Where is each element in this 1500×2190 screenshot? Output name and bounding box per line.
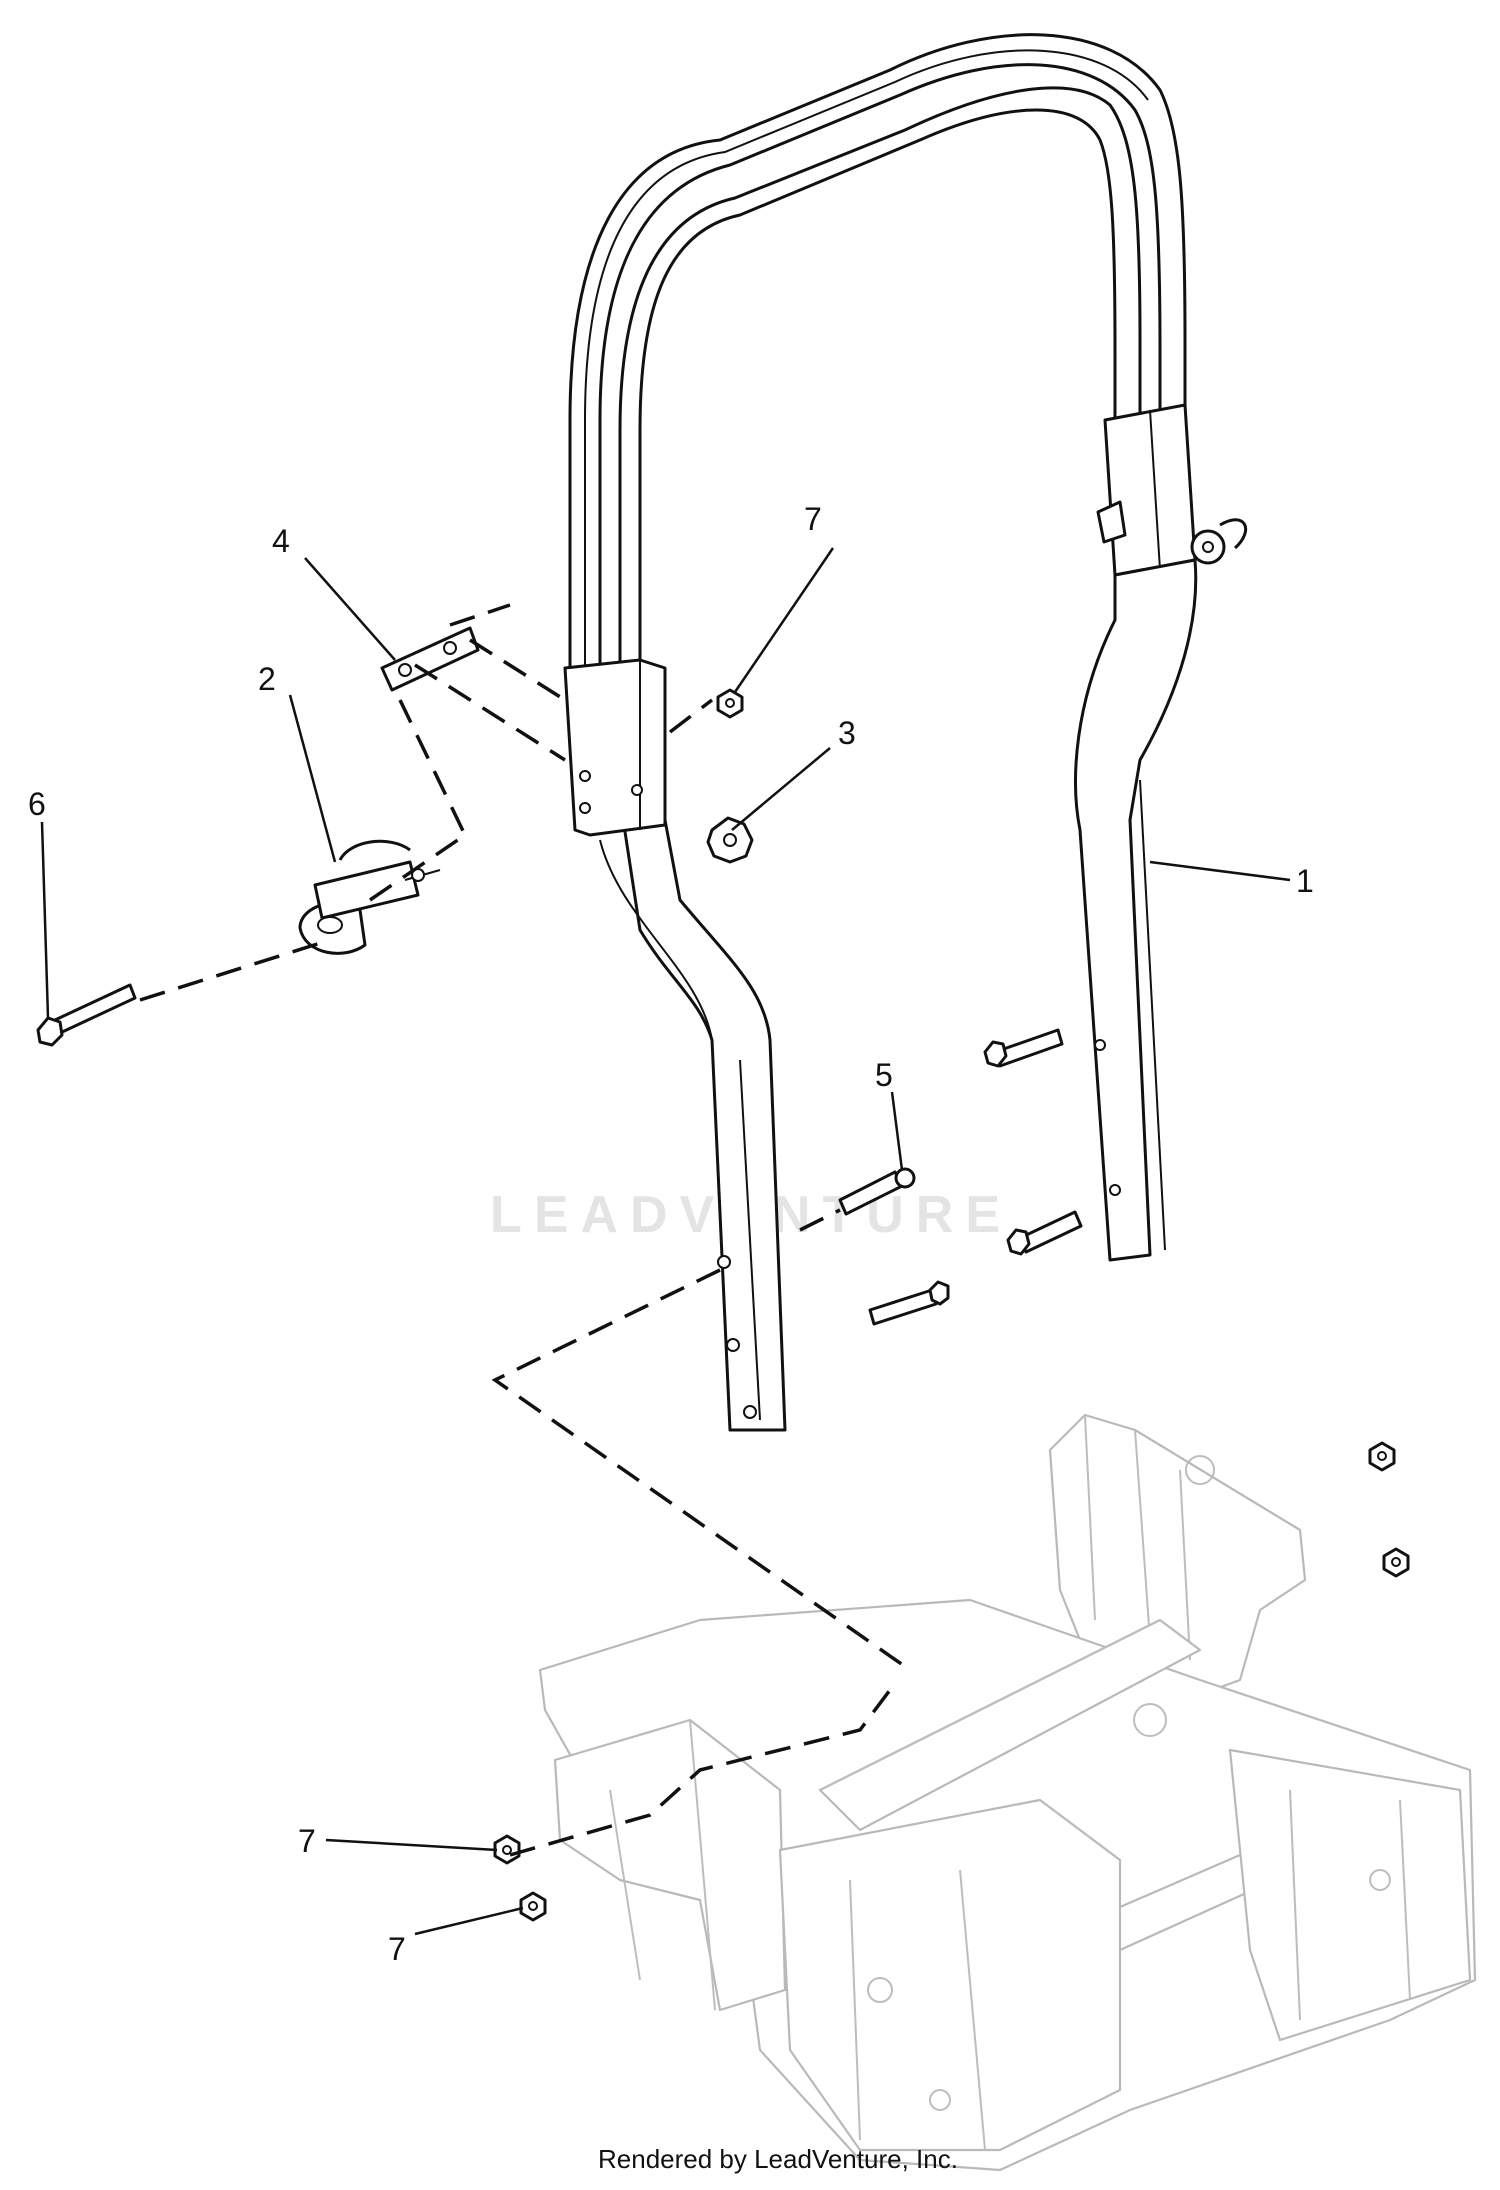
callout-7c: 7 (388, 1931, 406, 1967)
callout-5: 5 (875, 1057, 893, 1093)
callouts: 1 2 3 4 5 6 7 7 7 (28, 501, 1314, 1967)
callout-7a: 7 (804, 501, 822, 537)
bolt-6 (36, 983, 137, 1047)
nuts-7 (493, 688, 744, 1922)
assembly-lines (139, 603, 912, 1857)
pin (838, 1167, 916, 1216)
callout-4: 4 (272, 523, 290, 559)
callout-7b: 7 (298, 1823, 316, 1859)
callout-3: 3 (838, 715, 856, 751)
roll-bar (563, 33, 1248, 1432)
callout-1: 1 (1296, 863, 1314, 899)
latch-assembly (298, 839, 441, 955)
mower-frame (538, 1413, 1477, 2172)
footer-credit: Rendered by LeadVenture, Inc. (598, 2144, 958, 2174)
frame-nuts (1368, 1441, 1410, 1578)
extra-bolts (868, 1028, 1083, 1326)
bracket (380, 626, 480, 692)
callout-2: 2 (258, 661, 276, 697)
callout-6: 6 (28, 786, 46, 822)
knob (706, 816, 754, 864)
